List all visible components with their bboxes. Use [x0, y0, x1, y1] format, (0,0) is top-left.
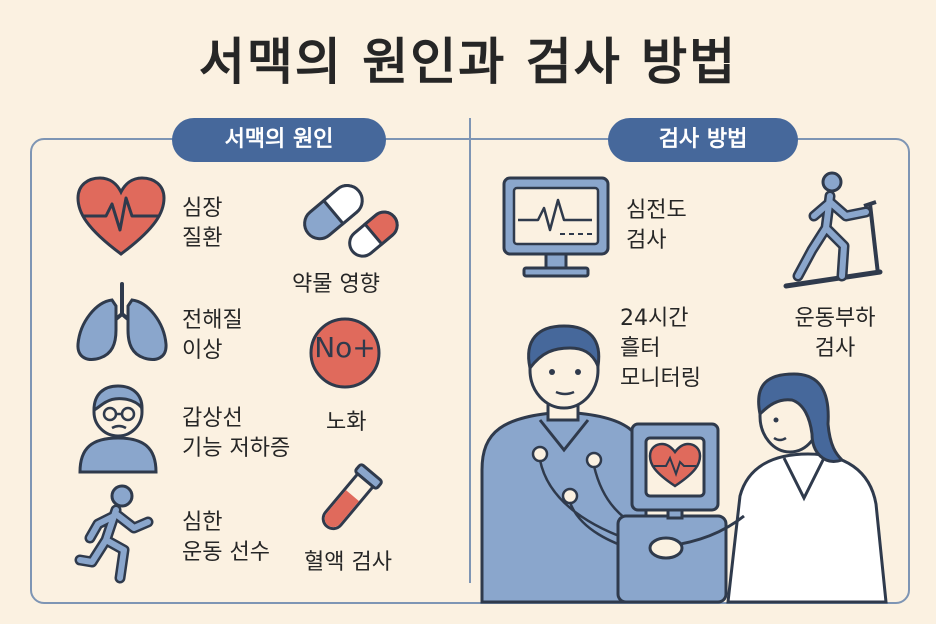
ecg-monitor-icon	[502, 176, 610, 278]
runner-icon	[74, 484, 154, 584]
hypothyroid-label: 갑상선 기능 저하증	[182, 406, 291, 461]
holter-label: 24시간 흘터 모니터링	[620, 306, 701, 391]
heart-disease-label: 심장 질환	[182, 196, 223, 251]
stress-test-label: 운동부하 검사	[794, 306, 876, 361]
test-tube-icon	[321, 463, 383, 531]
sodium-badge-text: No+	[314, 331, 376, 364]
ecg-label: 심전도 검사	[626, 198, 687, 253]
electrolyte-label: 전해질 이상	[182, 308, 243, 363]
treadmill-icon	[783, 171, 883, 289]
causes-header: 서맥의 원인	[172, 118, 386, 162]
tests-header: 검사 방법	[608, 118, 798, 162]
page-title: 서맥의 원인과 검사 방법	[198, 33, 738, 91]
lungs-icon	[76, 282, 168, 361]
elderly-person-icon	[78, 384, 158, 474]
holter-scene-illustration	[480, 324, 888, 604]
medication-label: 약물 영향	[292, 272, 380, 297]
blood-test-label: 혈액 검사	[304, 550, 392, 575]
panel-divider	[469, 118, 471, 583]
athlete-label: 심한 운동 선수	[182, 510, 270, 565]
aging-label: 노화	[326, 410, 367, 435]
sodium-icon	[309, 317, 381, 389]
pills-icon	[303, 184, 399, 258]
heart-icon	[76, 176, 166, 256]
